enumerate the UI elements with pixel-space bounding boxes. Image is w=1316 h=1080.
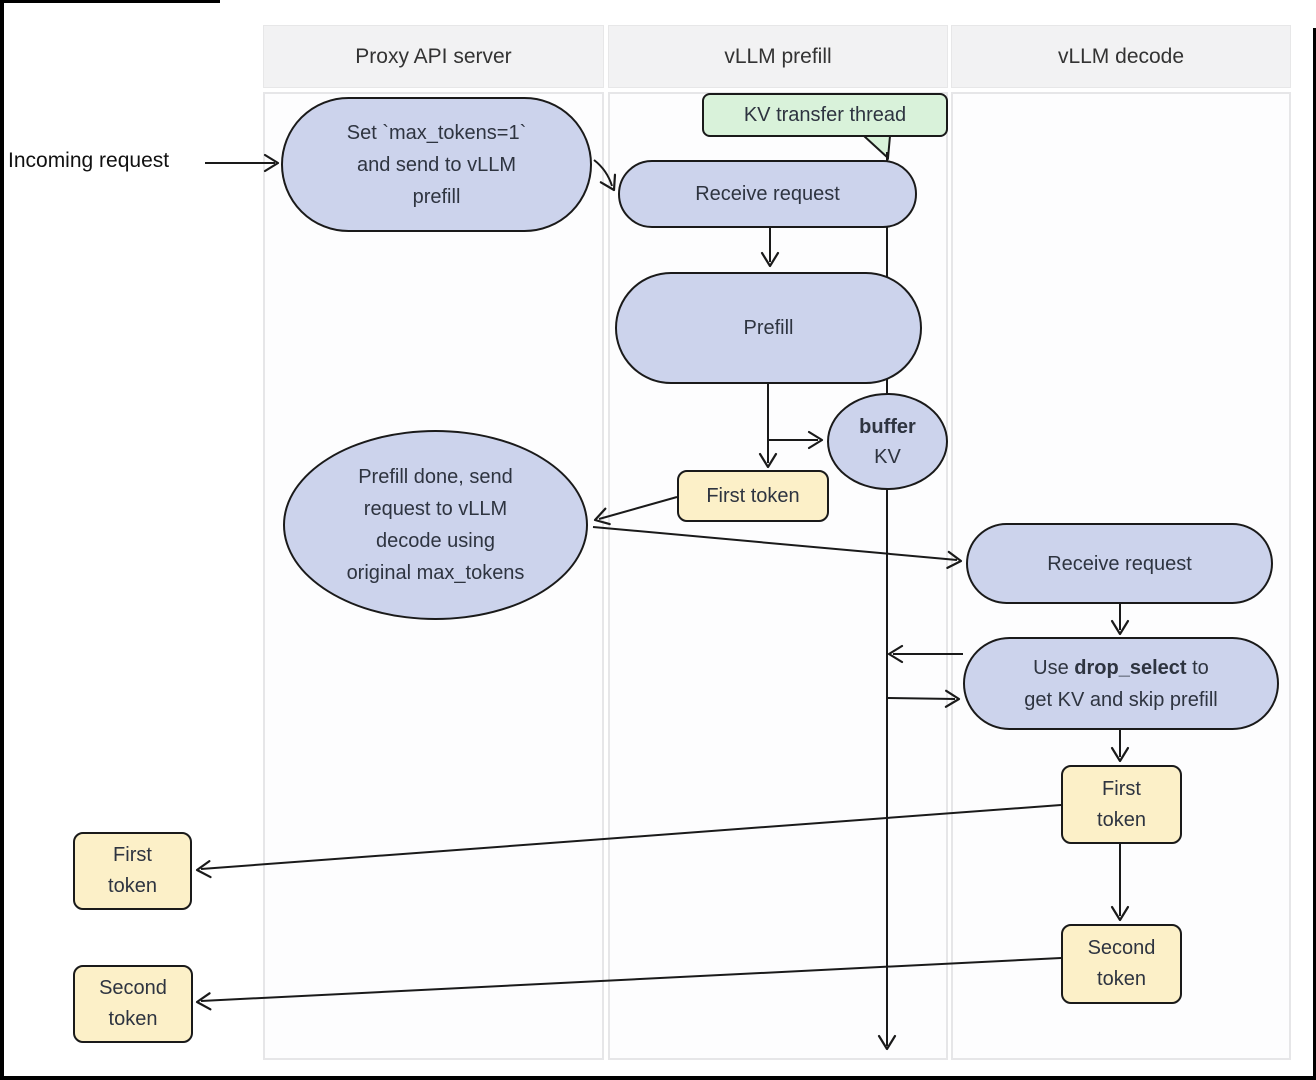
arrow-first-token-decode-to-second-token [1110, 843, 1130, 922]
lane-header-prefill: vLLM prefill [608, 25, 948, 88]
node-buffer-kv: buffer KV [827, 393, 948, 490]
node-label: First token [706, 484, 800, 507]
node-label: Prefill done, send request to vLLM decod… [346, 466, 525, 584]
frame-border-top [0, 0, 220, 3]
arrow-set-max-tokens-to-receive-prefill [593, 159, 617, 192]
buffer-bold-label: buffer [859, 415, 916, 438]
node-label: First token [1097, 777, 1146, 831]
arrow-drop-select-to-kv-line [887, 644, 963, 664]
frame-border-right [1313, 28, 1316, 1080]
arrow-drop-select-to-first-token-decode [1110, 730, 1130, 763]
lane-title: Proxy API server [355, 44, 512, 68]
incoming-request-label: Incoming request [8, 149, 170, 172]
node-kv-transfer-thread: KV transfer thread [702, 93, 948, 137]
drop-select-post: to get KV and skip prefill [1024, 656, 1218, 711]
node-receive-request-prefill: Receive request [618, 160, 917, 228]
node-prefill-done: Prefill done, send request to vLLM decod… [283, 430, 588, 620]
node-label: Second token [1087, 937, 1156, 990]
drop-select-bold-label: drop_select [1074, 656, 1187, 679]
arrow-kv-line-to-drop-select [886, 689, 961, 708]
node-drop-select: Use drop_select to get KV and skip prefi… [963, 637, 1279, 730]
arrow-receive-decode-to-drop-select [1110, 604, 1130, 636]
kv-label: KV [874, 445, 901, 468]
arrow-receive-prefill-to-prefill [760, 228, 780, 268]
node-first-token-decode: First token [1061, 765, 1182, 844]
arrow-second-token-decode-to-out [195, 957, 1062, 1011]
node-prefill: Prefill [615, 272, 922, 384]
node-label: Receive request [1047, 552, 1192, 575]
node-receive-request-decode: Receive request [966, 523, 1273, 604]
lane-header-decode: vLLM decode [951, 25, 1291, 88]
node-label: Set `max_tokens=1` and send to vLLM pref… [346, 121, 527, 208]
arrow-first-token-to-prefill-done [593, 496, 678, 526]
node-label: Use drop_select to get KV and skip prefi… [1024, 652, 1217, 716]
drop-select-pre: Use [1033, 656, 1075, 679]
node-first-token-out: First token [73, 832, 192, 910]
node-label: First token [108, 844, 157, 897]
node-second-token-decode: Second token [1061, 924, 1182, 1004]
node-label: KV transfer thread [743, 104, 907, 126]
lane-header-proxy: Proxy API server [263, 25, 604, 88]
frame-border-bottom [0, 1076, 1316, 1080]
arrow-prefill-to-buffer-kv [768, 430, 824, 450]
lane-title: vLLM decode [1057, 44, 1185, 68]
frame-border-left [0, 0, 4, 1080]
node-label: buffer KV [859, 412, 916, 472]
node-set-max-tokens: Set `max_tokens=1` and send to vLLM pref… [281, 97, 592, 232]
arrow-prefill-to-first-token [758, 384, 778, 469]
lane-title: vLLM prefill [724, 44, 832, 68]
arrow-incoming-to-set-max-tokens [205, 153, 280, 173]
node-second-token-out: Second token [73, 965, 193, 1043]
node-label: Prefill [743, 317, 794, 339]
arrow-first-token-decode-to-out [195, 804, 1062, 879]
arrow-prefill-done-to-receive-decode [592, 526, 963, 569]
node-label: Receive request [695, 183, 840, 205]
node-first-token-prefill: First token [677, 470, 829, 522]
node-label: Second token [99, 977, 167, 1030]
